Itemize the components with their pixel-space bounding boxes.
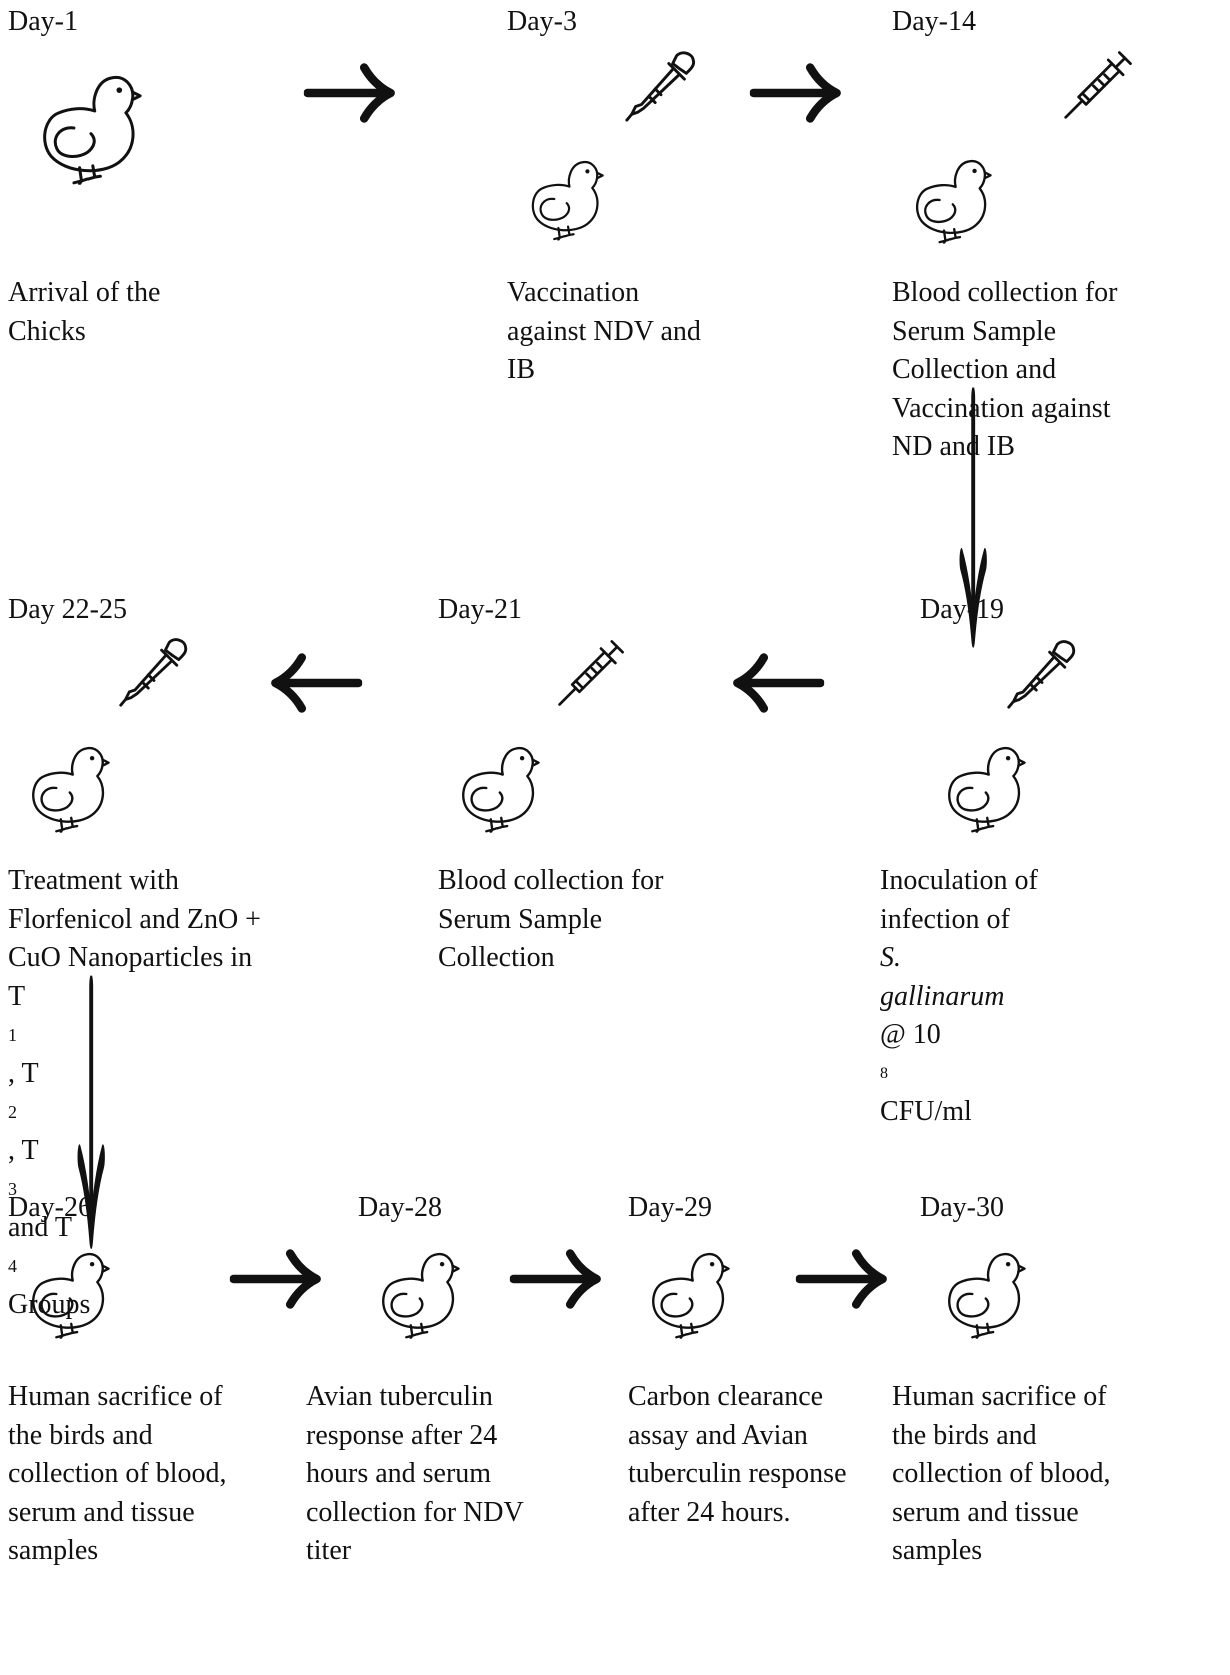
stage-day-label: Day-1 bbox=[8, 6, 78, 37]
stage-day-label: Day 22-25 bbox=[8, 594, 127, 625]
chick-icon bbox=[38, 56, 142, 200]
chick-icon bbox=[458, 730, 540, 846]
chick-icon bbox=[944, 1236, 1026, 1352]
stage-day-label: Day-30 bbox=[920, 1192, 1004, 1223]
stage-description: Inoculation of infection of S. gallinaru… bbox=[880, 865, 1038, 1127]
syringe-icon bbox=[556, 630, 628, 714]
chick-icon bbox=[28, 730, 110, 846]
stage-day-label: Day-14 bbox=[892, 6, 976, 37]
stage-day-label: Day-3 bbox=[507, 6, 577, 37]
stage-day-label: Day-21 bbox=[438, 594, 522, 625]
stage-day-label: Day-26 bbox=[8, 1192, 92, 1223]
dropper-icon bbox=[1004, 630, 1080, 716]
arrow-icon bbox=[266, 650, 364, 716]
chick-icon bbox=[528, 142, 604, 256]
stage-day-label: Day-28 bbox=[358, 1192, 442, 1223]
stage-day-label: Day-19 bbox=[920, 594, 1004, 625]
dropper-icon bbox=[622, 42, 700, 128]
syringe-icon bbox=[1062, 42, 1136, 126]
arrow-icon bbox=[748, 60, 846, 126]
chick-icon bbox=[28, 1236, 110, 1352]
chick-icon bbox=[378, 1236, 460, 1352]
arrow-icon bbox=[56, 1056, 126, 1180]
stage-day-label: Day-29 bbox=[628, 1192, 712, 1223]
arrow-icon bbox=[794, 1246, 892, 1312]
dropper-icon bbox=[116, 628, 192, 714]
chick-icon bbox=[648, 1236, 730, 1352]
chick-icon bbox=[944, 730, 1026, 846]
arrow-icon bbox=[938, 464, 1008, 582]
chick-icon bbox=[912, 142, 992, 258]
arrow-icon bbox=[228, 1246, 326, 1312]
arrow-icon bbox=[728, 650, 826, 716]
arrow-icon bbox=[508, 1246, 606, 1312]
arrow-icon bbox=[302, 60, 400, 126]
